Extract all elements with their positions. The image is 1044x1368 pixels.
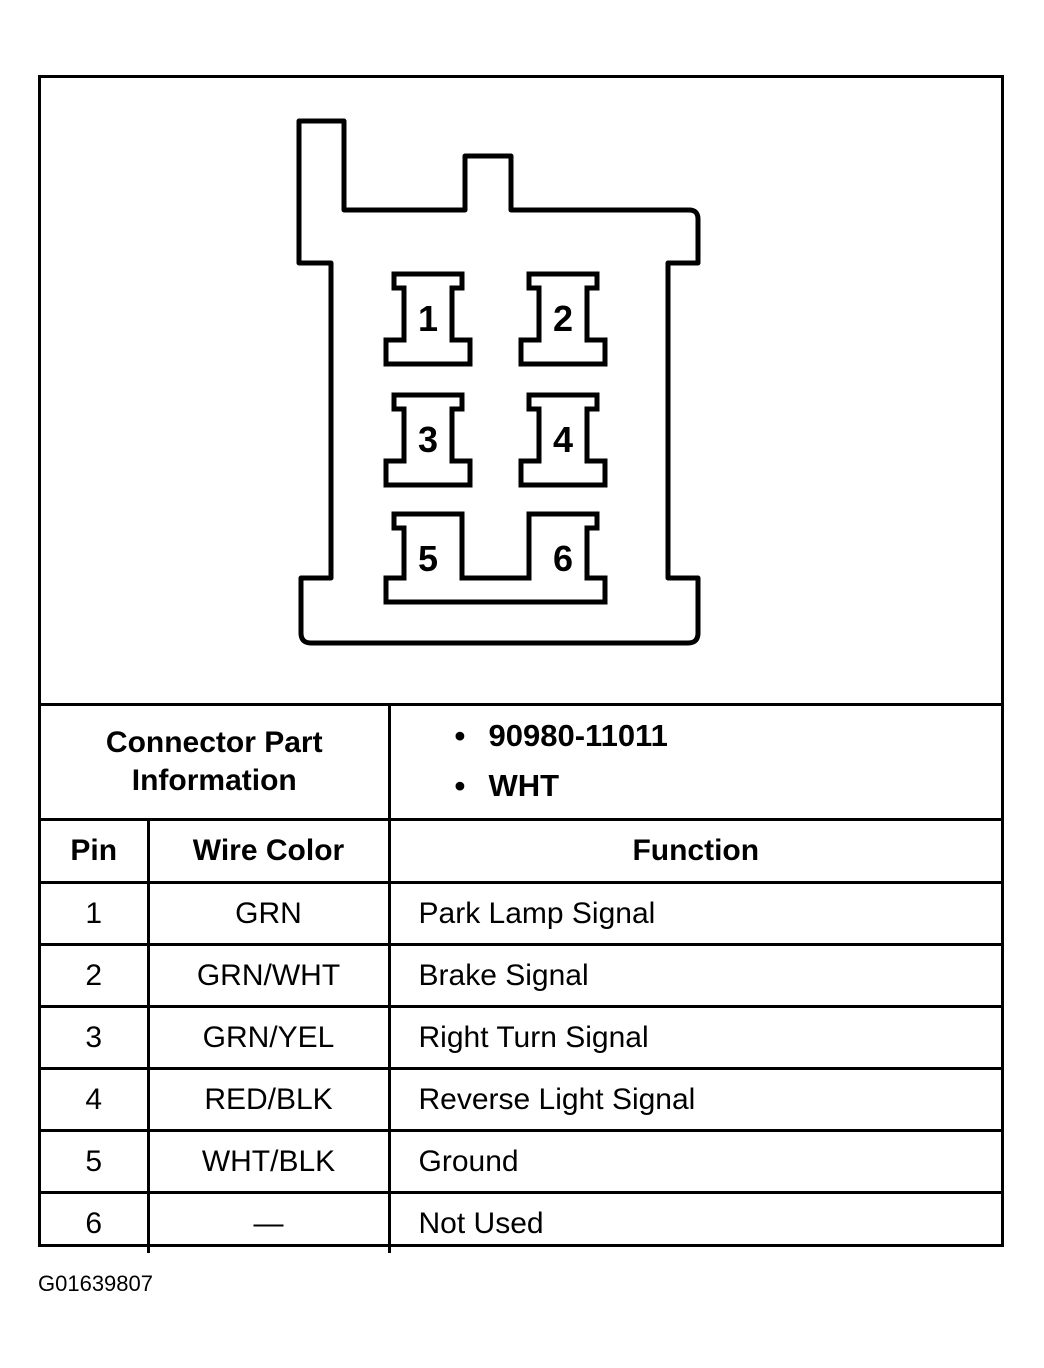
connector-part-values: • 90980-11011 • WHT (387, 703, 1002, 821)
connector-part-info-row: Connector Part Information • 90980-11011 … (41, 703, 1002, 821)
wire-color-cell: — (146, 1191, 391, 1253)
pin-cell: 2 (41, 943, 150, 1008)
pin-label-6: 6 (553, 538, 573, 579)
pin-cell: 4 (41, 1067, 150, 1132)
pin-cavity-1 (383, 271, 473, 367)
pin-cavity-4 (518, 392, 608, 488)
figure-id: G01639807 (38, 1271, 153, 1296)
pin-label-5: 5 (418, 538, 438, 579)
header-function: Function (387, 818, 1002, 884)
pin-cavity-3 (383, 392, 473, 488)
pin-cell: 5 (41, 1129, 150, 1194)
function-cell: Brake Signal (387, 943, 1002, 1008)
connector-face-drawing: 1 2 3 4 5 6 (296, 118, 701, 646)
connector-part-label: Connector Part Information (41, 703, 391, 821)
connector-part-label-line1: Connector Part (105, 726, 323, 759)
connector-color: WHT (488, 768, 560, 803)
pin-cavity-5-6 (383, 511, 608, 605)
function-cell: Park Lamp Signal (387, 881, 1002, 946)
wire-color-cell: RED/BLK (146, 1067, 391, 1132)
function-cell: Right Turn Signal (387, 1005, 1002, 1070)
pin-label-1: 1 (418, 298, 438, 339)
connector-part-label-line2: Information (131, 764, 297, 797)
table-row: 6 — Not Used (41, 1191, 1002, 1253)
pin-cavity-2 (518, 271, 608, 367)
part-number-line: • 90980-11011 (455, 711, 1002, 761)
part-number: 90980-11011 (488, 718, 668, 753)
table-row: 3 GRN/YEL Right Turn Signal (41, 1005, 1002, 1070)
function-cell: Reverse Light Signal (387, 1067, 1002, 1132)
pin-label-3: 3 (418, 419, 438, 460)
pin-label-2: 2 (553, 298, 573, 339)
bullet-icon: • (454, 718, 466, 753)
pin-label-4: 4 (553, 419, 573, 460)
wire-color-cell: GRN (146, 881, 391, 946)
pin-cell: 3 (41, 1005, 150, 1070)
function-cell: Ground (387, 1129, 1002, 1194)
bullet-icon: • (454, 768, 466, 803)
table-row: 5 WHT/BLK Ground (41, 1129, 1002, 1194)
pin-cell: 1 (41, 881, 150, 946)
table-row: 1 GRN Park Lamp Signal (41, 881, 1002, 946)
table-header-row: Pin Wire Color Function (41, 818, 1002, 884)
pin-cell: 6 (41, 1191, 150, 1253)
wire-color-cell: GRN/WHT (146, 943, 391, 1008)
pin-labels: 1 2 3 4 5 6 (418, 298, 573, 579)
connector-diagram: 1 2 3 4 5 6 (41, 78, 1001, 703)
table-row: 4 RED/BLK Reverse Light Signal (41, 1067, 1002, 1132)
wire-color-cell: GRN/YEL (146, 1005, 391, 1070)
header-pin: Pin (41, 818, 150, 884)
pin-cavities (383, 271, 608, 605)
connector-color-line: • WHT (455, 761, 1002, 811)
wire-color-cell: WHT/BLK (146, 1129, 391, 1194)
table-row: 2 GRN/WHT Brake Signal (41, 943, 1002, 1008)
function-cell: Not Used (387, 1191, 1002, 1253)
connector-body (296, 118, 701, 646)
header-wire-color: Wire Color (146, 818, 391, 884)
pinout-table: Connector Part Information • 90980-11011 … (41, 703, 1002, 1253)
